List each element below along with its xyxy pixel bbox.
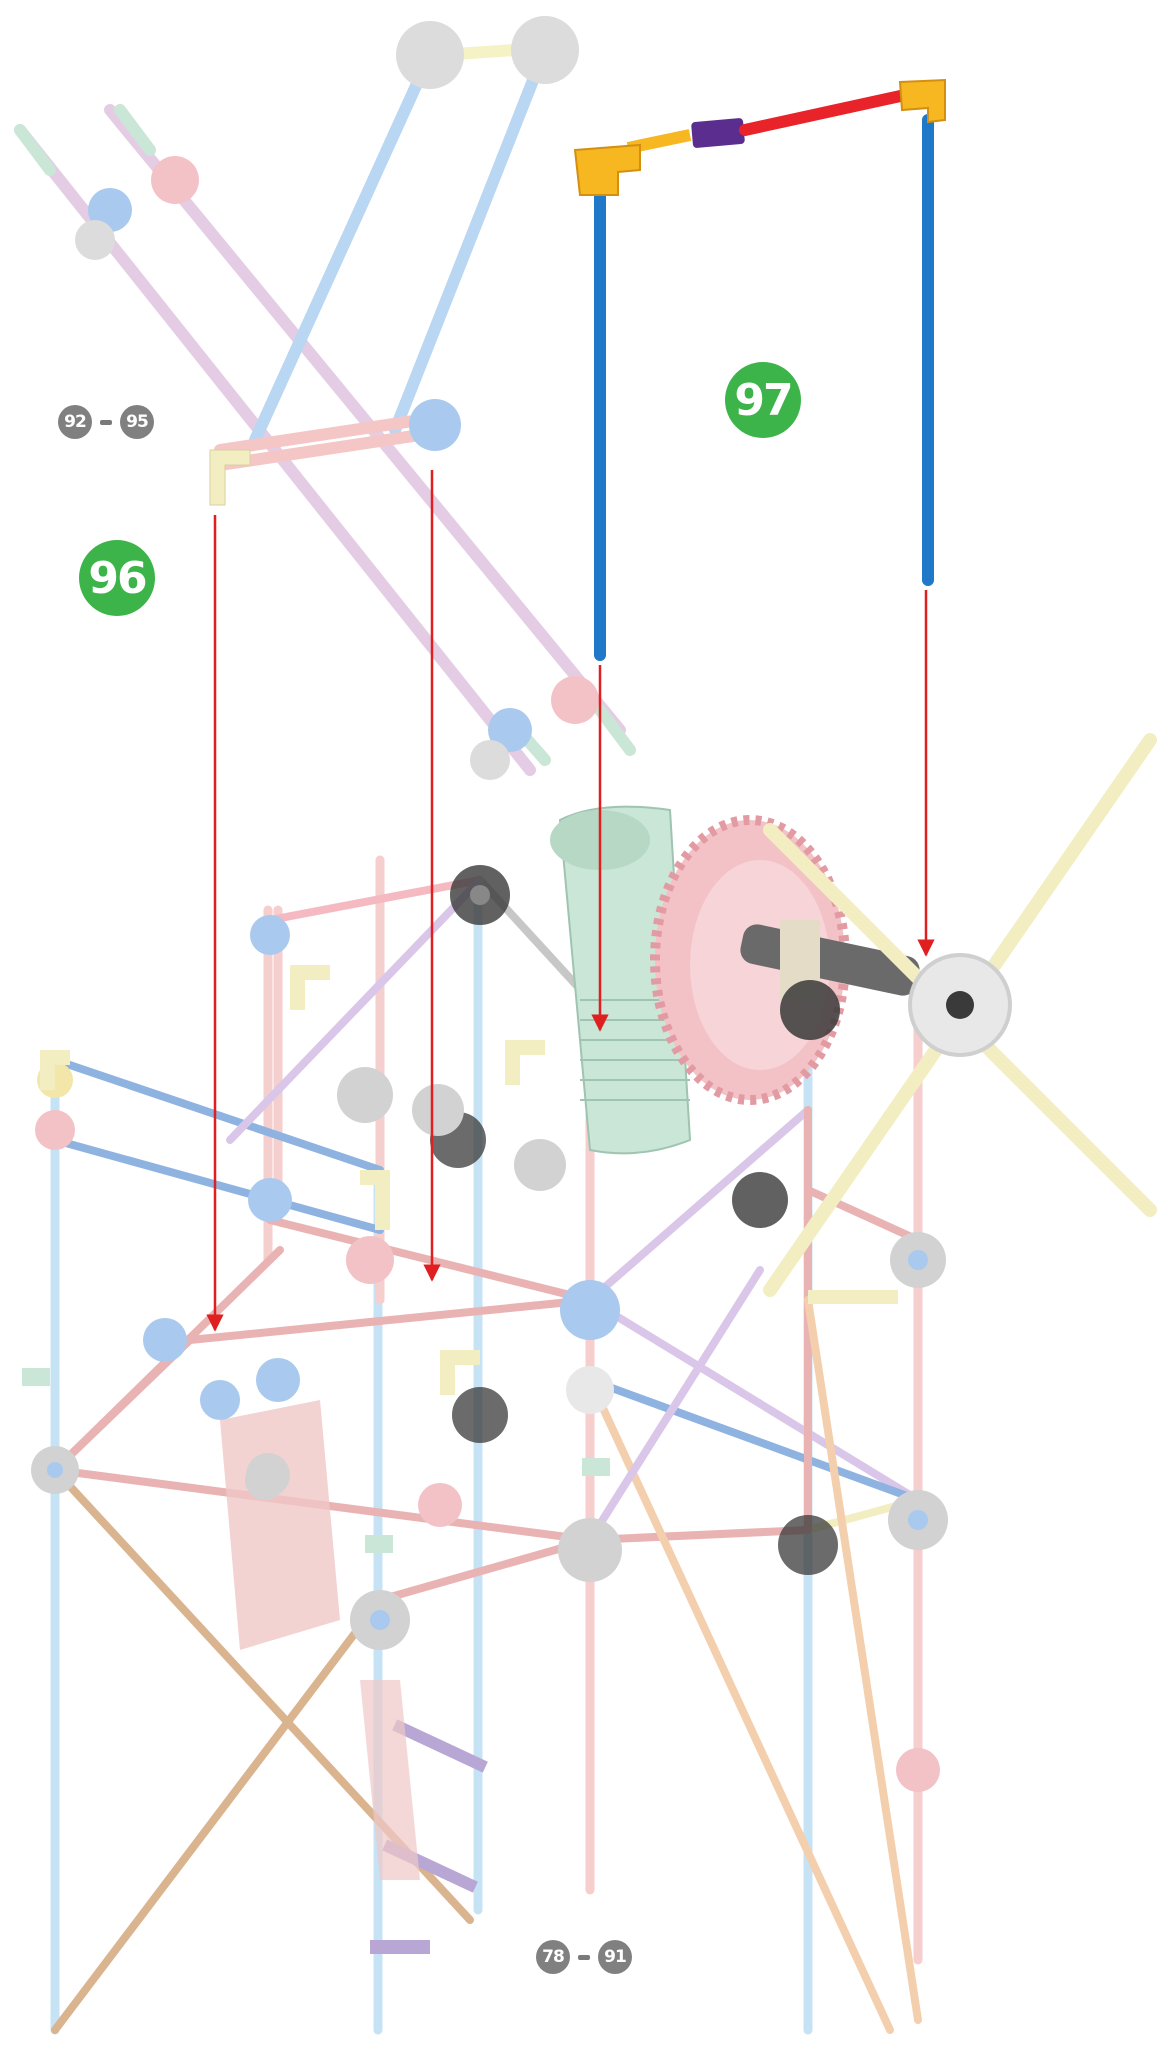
step-97-badge: 97 <box>725 362 801 438</box>
connector-hub-icon <box>31 865 948 1792</box>
step-ref-badge: 78 <box>536 1940 570 1974</box>
step-ref-badge: 91 <box>598 1940 632 1974</box>
step-96-badge: 96 <box>79 540 155 616</box>
step-97-parts <box>573 78 946 661</box>
connector-hub-icon <box>780 953 1012 1057</box>
assembly-arrows <box>206 470 935 1332</box>
subassembly-92-95 <box>14 16 636 780</box>
step-ref-badge: 92 <box>58 405 92 439</box>
range-dash <box>100 419 112 425</box>
step-ref-badge: 95 <box>120 405 154 439</box>
previous-steps-bottom: 78 91 <box>536 1940 632 1974</box>
previous-assembly-frame <box>22 855 948 2035</box>
previous-steps-top: 92 95 <box>58 405 154 439</box>
gear-icon <box>650 815 920 1105</box>
range-dash <box>578 1954 590 1960</box>
